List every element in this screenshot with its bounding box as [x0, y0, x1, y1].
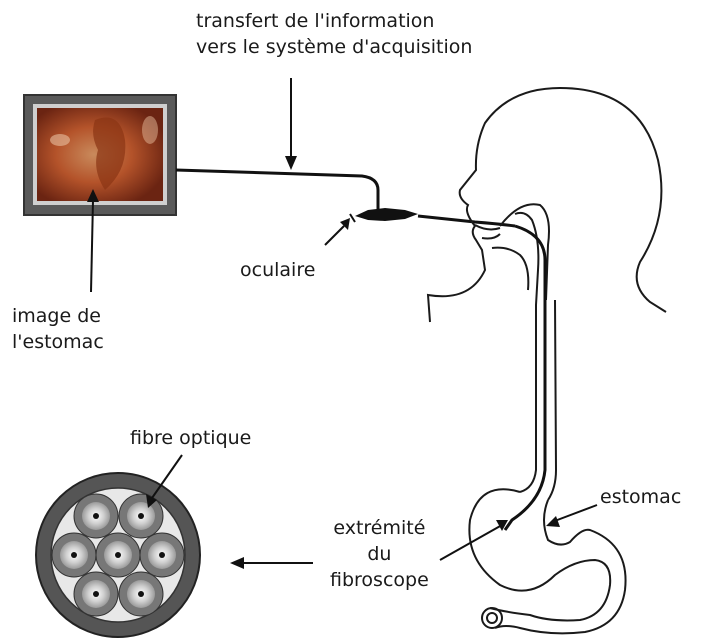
label-image-estomac: image de l'estomac — [12, 303, 104, 355]
label-estomac: estomac — [600, 484, 681, 510]
label-extremite-line-2: du — [330, 541, 429, 567]
label-oculaire: oculaire — [240, 257, 315, 283]
arrow-cross-section — [230, 557, 313, 569]
label-extremite-line-1: extrémité — [330, 515, 429, 541]
arrow-transfer — [285, 78, 297, 170]
monitor — [24, 95, 176, 215]
throat — [492, 204, 549, 305]
label-extremite-fibroscope: extrémité du fibroscope — [330, 515, 429, 593]
acquisition-cable — [176, 170, 378, 210]
oesophagus — [520, 300, 556, 500]
arrow-oculaire — [325, 218, 350, 245]
fiber-top-left — [74, 494, 118, 538]
label-transfer-line-1: transfert de l'information — [196, 8, 472, 34]
label-transfer: transfert de l'information vers le systè… — [196, 8, 472, 60]
label-transfer-line-2: vers le système d'acquisition — [196, 34, 472, 60]
label-image-line-2: l'estomac — [12, 329, 104, 355]
fiber-bottom-right — [119, 572, 163, 616]
fiber-mid-right — [140, 533, 184, 577]
stomach — [469, 489, 625, 633]
fiber-mid-left — [52, 533, 96, 577]
fibroscope-inner — [505, 226, 545, 530]
fiber-top-right — [119, 494, 163, 538]
label-extremite-line-3: fibroscope — [330, 567, 429, 593]
fiber-bottom-left — [74, 572, 118, 616]
eyepiece — [350, 208, 418, 222]
fiber-bundle-cross-section — [36, 473, 200, 637]
label-image-line-1: image de — [12, 303, 104, 329]
label-fibre-optique: fibre optique — [130, 425, 251, 451]
arrow-estomac — [546, 505, 597, 527]
fiber-center — [96, 533, 140, 577]
